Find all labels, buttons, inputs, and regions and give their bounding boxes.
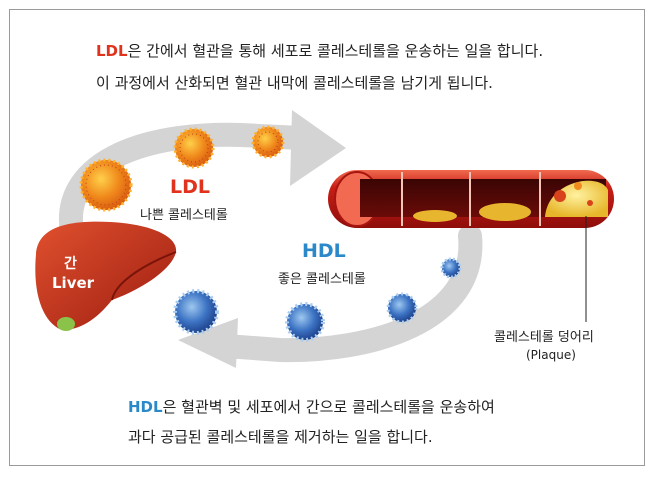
plaque-label-english: (Plaque)	[526, 348, 576, 362]
hdl-keyword: HDL	[128, 398, 163, 416]
hdl-description-line1: HDL은 혈관벽 및 세포에서 간으로 콜레스테롤을 운송하여	[128, 396, 495, 417]
hdl-particle	[440, 257, 462, 279]
ldl-particles	[79, 125, 285, 212]
hdl-transport-arrow	[178, 224, 483, 368]
ldl-particle	[251, 125, 285, 159]
ldl-particle	[173, 127, 215, 169]
ldl-keyword: LDL	[96, 42, 128, 60]
ldl-title: LDL	[170, 176, 210, 198]
plaque-label: 콜레스테롤 덩어리	[494, 330, 594, 345]
ldl-description-line1: LDL은 간에서 혈관을 통해 세포로 콜레스테롤을 운송하는 일을 합니다.	[96, 40, 543, 61]
ldl-description-line2: 이 과정에서 산화되면 혈관 내막에 콜레스테롤을 남기게 됩니다.	[96, 74, 493, 92]
ldl-subtitle: 나쁜 콜레스테롤	[140, 208, 228, 223]
hdl-particle	[386, 292, 418, 324]
ldl-transport-arrow	[58, 110, 346, 244]
hdl-particles	[173, 257, 462, 342]
hdl-particle	[173, 289, 219, 335]
hdl-particle	[285, 302, 325, 342]
ldl-description-text: 은 간에서 혈관을 통해 세포로 콜레스테롤을 운송하는 일을 합니다.	[127, 42, 544, 60]
ldl-particle	[79, 158, 133, 212]
hdl-title: HDL	[302, 240, 346, 262]
liver-label-korean: 간	[64, 256, 77, 272]
hdl-description-line2: 과다 공급된 콜레스테롤을 제거하는 일을 합니다.	[128, 428, 433, 446]
liver-illustration	[35, 221, 177, 331]
liver-label-english: Liver	[52, 274, 95, 292]
hdl-subtitle: 좋은 콜레스테롤	[278, 272, 366, 287]
blood-vessel	[328, 170, 614, 228]
hdl-description-text: 은 혈관벽 및 세포에서 간으로 콜레스테롤을 운송하여	[162, 398, 495, 416]
